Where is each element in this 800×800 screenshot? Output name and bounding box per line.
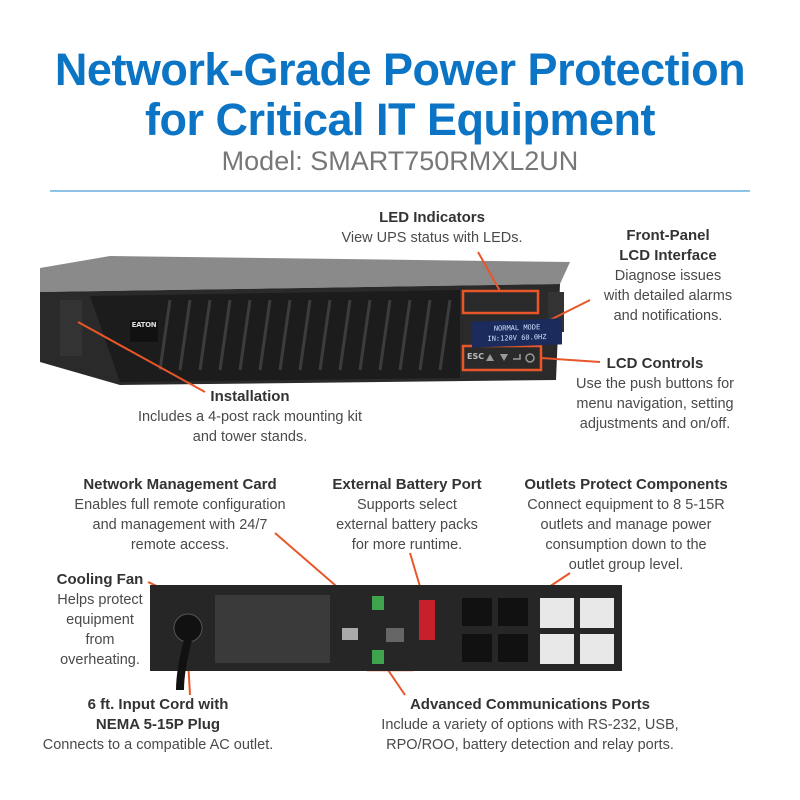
callout-desc: consumption down to the <box>545 537 707 553</box>
callout-desc: from <box>85 632 115 648</box>
callout-title: Cooling Fan <box>56 571 144 588</box>
power-button-icon <box>525 353 535 363</box>
cooling-fan-grille <box>215 595 330 663</box>
rack-ear-left <box>60 300 82 356</box>
ac-inlet <box>173 613 203 643</box>
callout-title: 6 ft. Input Cord with <box>87 696 229 713</box>
serial-port <box>386 628 404 642</box>
callout-desc: with detailed alarms <box>603 288 733 304</box>
control-buttons <box>486 353 535 363</box>
callout-title: Network Management Card <box>83 476 277 493</box>
callout-desc: and tower stands. <box>192 429 308 445</box>
outlets <box>462 598 614 664</box>
callout-desc: outlet group level. <box>568 557 684 573</box>
model-number: Model: SMART750RMXL2UN <box>221 146 579 176</box>
callout-title: LCD Interface <box>619 247 717 264</box>
terminal-block-top <box>372 596 384 610</box>
callout-title: Front-Panel <box>626 227 710 244</box>
callout-desc: Includes a 4-post rack mounting kit <box>137 409 363 425</box>
brand-logo-text: EATON <box>131 321 157 329</box>
callout-desc: RPO/ROO, battery detection and relay por… <box>386 737 674 753</box>
callout-title: Installation <box>210 388 290 405</box>
callout-desc: Enables full remote configuration <box>74 497 286 513</box>
led-highlight-box <box>461 289 540 315</box>
callout-desc: Helps protect <box>57 592 143 608</box>
callout-desc: external battery packs <box>336 517 478 533</box>
down-button-icon <box>500 354 508 361</box>
callout-title: LCD Controls <box>606 355 704 372</box>
callout-desc: Connect equipment to 8 5-15R <box>527 497 725 513</box>
terminal-block-bottom <box>372 650 384 664</box>
lcd-line-2: IN:120V 60.0HZ <box>487 332 547 344</box>
callout-title: Outlets Protect Components <box>524 476 728 493</box>
callout-desc: remote access. <box>130 537 230 553</box>
title-line-2: for Critical IT Equipment <box>144 94 656 145</box>
rj45-port <box>342 628 358 640</box>
callout-desc: Connects to a compatible AC outlet. <box>42 737 274 753</box>
callout-desc: adjustments and on/off. <box>579 416 731 432</box>
callout-desc: Use the push buttons for <box>576 376 734 392</box>
divider <box>50 190 750 192</box>
callout-desc: Diagnose issues <box>614 268 722 284</box>
callout-desc: menu navigation, setting <box>576 396 734 412</box>
callout-desc: equipment <box>66 612 134 628</box>
callout-desc: outlets and manage power <box>540 517 712 533</box>
callout-desc: for more runtime. <box>351 537 463 553</box>
callout-desc: and notifications. <box>613 308 723 324</box>
input-cord <box>176 638 192 691</box>
callout-title: NEMA 5-15P Plug <box>95 716 221 733</box>
ups-vent-pattern <box>158 299 452 371</box>
callout-title: External Battery Port <box>332 476 482 493</box>
title-line-1: Network-Grade Power Protection <box>54 44 746 95</box>
esc-button[interactable]: ESC <box>467 352 485 361</box>
callout-desc: and management with 24/7 <box>92 517 268 533</box>
callout-desc: Include a variety of options with RS-232… <box>381 717 679 733</box>
brand-badge <box>130 320 158 342</box>
battery-connector <box>419 600 435 640</box>
up-button-icon <box>486 354 494 361</box>
callout-desc: overheating. <box>60 652 140 668</box>
ups-front-top <box>40 256 570 292</box>
callout-desc: View UPS status with LEDs. <box>341 230 523 246</box>
callout-title: Advanced Communications Ports <box>409 696 651 713</box>
enter-button-icon <box>513 354 521 360</box>
callout-title: LED Indicators <box>379 209 485 226</box>
callout-desc: Supports select <box>357 497 457 513</box>
